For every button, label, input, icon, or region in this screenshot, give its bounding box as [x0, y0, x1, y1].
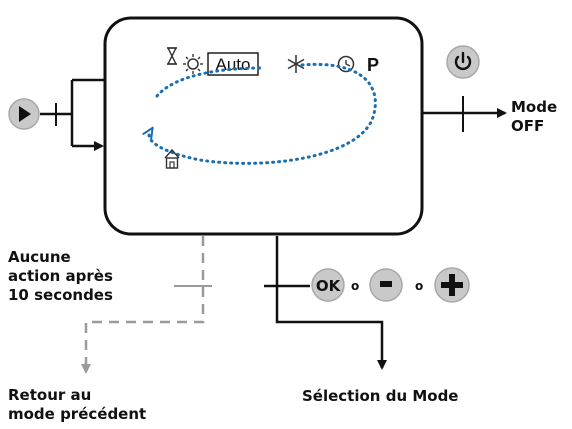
power-icon — [454, 51, 472, 71]
ok-button-label: OK — [316, 277, 342, 295]
selection-arrow — [275, 236, 387, 370]
no-action-line1: Aucune — [8, 248, 71, 266]
plus-button[interactable] — [434, 267, 470, 303]
mode-off-label-line1: Mode — [511, 98, 557, 116]
play-button[interactable] — [8, 98, 40, 130]
mode-cycle-arrow — [149, 62, 377, 165]
return-line2: mode précédent — [8, 405, 146, 423]
separator-1: o — [351, 279, 359, 293]
separator-2: o — [415, 279, 423, 293]
selection-label: Sélection du Mode — [302, 387, 458, 405]
timeout-dashed-arrow — [81, 236, 205, 374]
house-icon — [164, 148, 180, 169]
mode-off-label-line2: OFF — [511, 117, 544, 135]
hourglass-icon — [166, 47, 178, 65]
return-line1: Retour au — [8, 386, 91, 404]
no-action-line2: action après — [8, 267, 113, 285]
plus-icon — [441, 274, 463, 296]
no-action-line3: 10 secondes — [8, 286, 113, 304]
play-icon — [19, 106, 31, 122]
ok-button[interactable]: OK — [311, 268, 345, 302]
mode-cycle-path — [155, 66, 264, 98]
sun-icon — [183, 54, 203, 74]
minus-button[interactable] — [369, 268, 403, 302]
device-frame — [103, 16, 424, 236]
auto-mode-box — [207, 52, 259, 76]
snowflake-icon — [287, 55, 305, 73]
minus-icon — [380, 281, 392, 287]
auto-mode-label: Auto — [216, 55, 251, 74]
clock-icon — [337, 55, 355, 73]
program-label: P — [367, 55, 379, 75]
power-button[interactable] — [446, 45, 480, 79]
